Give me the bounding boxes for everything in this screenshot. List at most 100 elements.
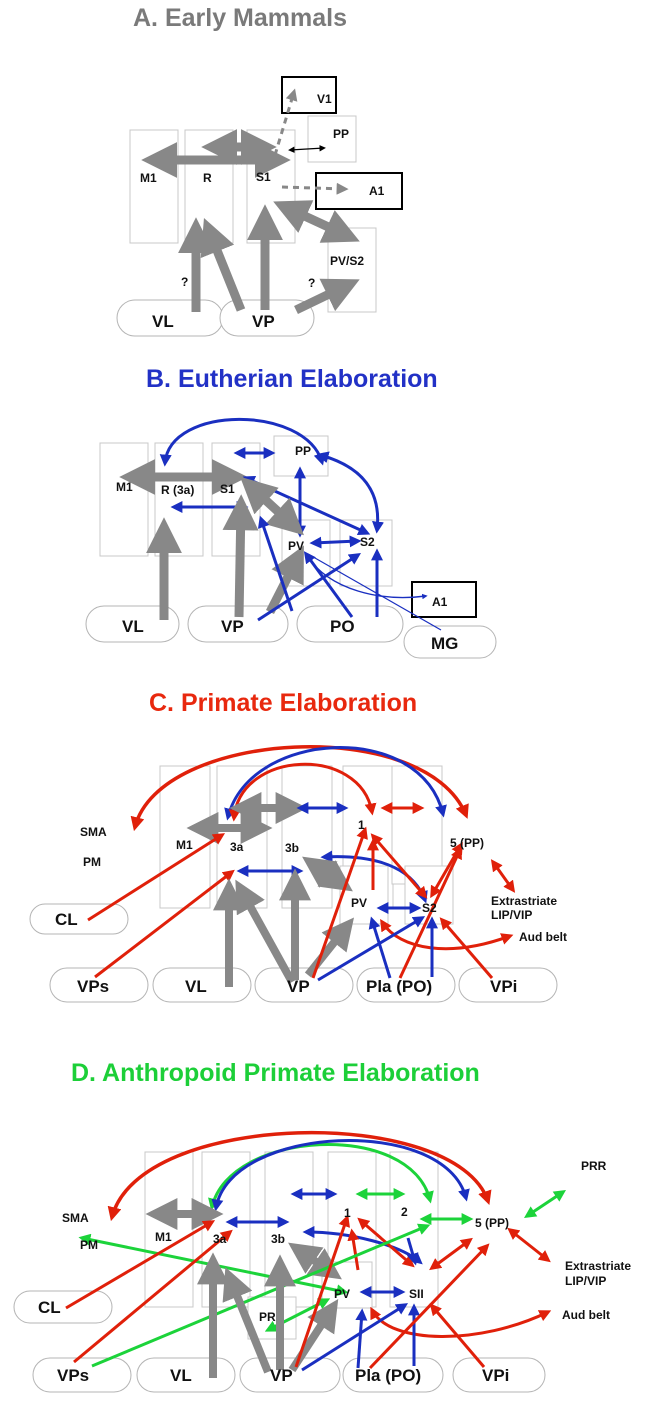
- label-vp: VP: [221, 617, 244, 636]
- arrow-cl-3a: [65, 1220, 216, 1310]
- label-vps: VPs: [77, 977, 109, 996]
- arrow-vp-1: [311, 826, 368, 979]
- label-lipvip: LIP/VIP: [565, 1274, 606, 1288]
- arrow-s1-pp: [288, 145, 326, 153]
- label-1: 1: [358, 818, 365, 832]
- area-pp-box: [307, 115, 357, 163]
- label-extrastriate: Extrastriate: [565, 1259, 631, 1273]
- area-m1-box: [159, 765, 211, 909]
- label-vpi: VPi: [482, 1366, 509, 1385]
- arrow-vp-3a: [222, 1267, 272, 1374]
- area-a1-box: [411, 581, 477, 618]
- label-5pp: 5 (PP): [450, 836, 484, 850]
- label-r3a: R (3a): [161, 483, 194, 497]
- label-cl: CL: [55, 910, 78, 929]
- label-m1: M1: [140, 171, 157, 185]
- label-sma: SMA: [80, 825, 107, 839]
- label-m1: M1: [155, 1230, 172, 1244]
- panel-d: D. Anthropoid Primate Elaboration: [13, 1059, 631, 1393]
- label-2: 2: [401, 1205, 408, 1219]
- area-pv-box: [339, 865, 389, 925]
- thalamus-vpi-pill: [458, 967, 558, 1003]
- arrow-2-sii: [406, 1237, 419, 1266]
- arrow-pp-s2: [316, 451, 384, 534]
- arrow-3a-pp: [224, 746, 447, 821]
- arrow-pv-audbelt: [370, 1306, 552, 1338]
- label-pp: PP: [333, 127, 349, 141]
- thalamus-vps-pill: [32, 1357, 132, 1393]
- arrow-m1-pp: [159, 417, 326, 467]
- arrow-pv-s2: [309, 535, 362, 549]
- thalamus-vp-pill: [254, 967, 354, 1003]
- label-question-2: ?: [308, 276, 315, 290]
- arrow-sma-pp: [130, 745, 469, 832]
- label-3a: 3a: [230, 840, 244, 854]
- label-vp: VP: [270, 1366, 293, 1385]
- label-po: PO: [330, 617, 355, 636]
- label-vps: VPs: [57, 1366, 89, 1385]
- label-pm: PM: [83, 855, 101, 869]
- label-pvs2: PV/S2: [330, 254, 364, 268]
- thalamus-vpi-pill: [452, 1357, 546, 1393]
- label-audbelt: Aud belt: [562, 1308, 610, 1322]
- label-a1: A1: [369, 184, 385, 198]
- thalamus-cl-pill: [13, 1290, 113, 1324]
- area-pvs2-box: [327, 227, 377, 313]
- arrow-pv-a1: [306, 555, 428, 600]
- label-1: 1: [344, 1206, 351, 1220]
- arrow-vp-1: [294, 1214, 350, 1368]
- label-a1: A1: [432, 595, 448, 609]
- arrow-pla-pv: [368, 916, 392, 979]
- label-vl: VL: [170, 1366, 192, 1385]
- label-vl: VL: [152, 312, 174, 331]
- arrow-3a-2-green: [208, 1142, 434, 1211]
- arrow-pla-pp: [398, 846, 462, 979]
- arrow-vp-s1: [222, 494, 259, 618]
- thalamus-vl-pill: [85, 605, 180, 643]
- thalamus-pla-pill: [342, 1357, 444, 1393]
- arrow-vp-sii: [301, 1303, 409, 1372]
- arrow-vp-s1-blue: [257, 515, 294, 612]
- label-pv: PV: [334, 1287, 350, 1301]
- arrow-3a-pp-blue: [211, 1139, 470, 1212]
- arrow-vp-pv: [265, 545, 304, 615]
- label-3b: 3b: [285, 841, 299, 855]
- label-5pp: 5 (PP): [475, 1216, 509, 1230]
- area-3b-box: [281, 765, 333, 909]
- arrow-vp-s2: [257, 553, 362, 622]
- label-r: R: [203, 171, 212, 185]
- label-extrastriate: Extrastriate: [491, 894, 557, 908]
- label-vl: VL: [185, 977, 207, 996]
- label-s2: S2: [360, 535, 375, 549]
- label-sii: SII: [409, 1287, 424, 1301]
- arrow-pv-1: [347, 1228, 360, 1271]
- label-m1: M1: [116, 480, 133, 494]
- label-v1: V1: [317, 92, 332, 106]
- panel-a-title: A. Early Mammals: [133, 4, 347, 32]
- label-pm: PM: [80, 1238, 98, 1252]
- label-vp: VP: [252, 312, 275, 331]
- thalamus-mg-pill: [403, 625, 497, 659]
- arrow-pla-pv: [355, 1308, 368, 1369]
- arrow-vp-pv: [304, 917, 354, 978]
- arrow-vps-2: [91, 1223, 431, 1368]
- label-mg: MG: [431, 634, 458, 653]
- area-m1-box: [129, 129, 179, 244]
- arrow-pp-sii: [429, 1237, 473, 1271]
- panel-d-title: D. Anthropoid Primate Elaboration: [71, 1059, 480, 1087]
- arrow-3b-pv: [302, 856, 353, 892]
- label-audbelt: Aud belt: [519, 930, 567, 944]
- arrow-pla-pp: [368, 1243, 490, 1370]
- label-3a: 3a: [213, 1232, 227, 1246]
- label-prr: PRR: [581, 1159, 607, 1173]
- label-sma: SMA: [62, 1211, 89, 1225]
- arrow-vps-3a: [94, 869, 235, 979]
- label-s1: S1: [220, 482, 235, 496]
- panel-b-title: B. Eutherian Elaboration: [146, 365, 438, 393]
- arrow-vp-3a: [235, 879, 296, 984]
- label-s2: S2: [422, 901, 437, 915]
- thalamus-cl-pill: [29, 903, 129, 935]
- arrow-s1-pvs2: [273, 200, 360, 243]
- line-mg-pv: [307, 553, 442, 631]
